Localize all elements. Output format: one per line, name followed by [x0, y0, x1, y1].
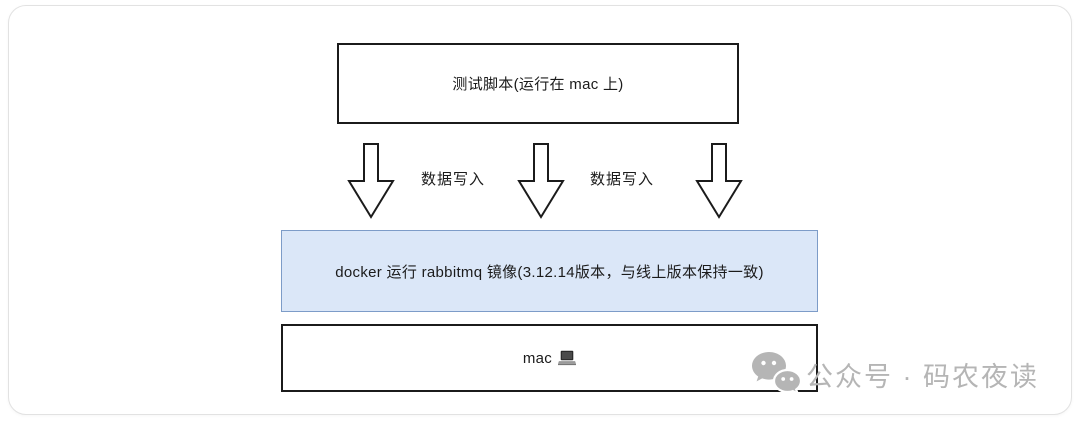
mac-label-group: mac [522, 349, 577, 367]
docker-rabbitmq-box: docker 运行 rabbitmq 镜像(3.12.14版本，与线上版本保持一… [281, 230, 818, 312]
laptop-icon [558, 350, 577, 366]
diagram-card: 测试脚本(运行在 mac 上) 数据写入 数据写入 docker 运行 rabb… [8, 5, 1072, 415]
down-arrow-icon [347, 143, 395, 219]
mac-label: mac [522, 349, 553, 367]
data-write-label: 数据写入 [420, 171, 485, 188]
down-arrow-icon [695, 143, 743, 219]
test-script-box: 测试脚本(运行在 mac 上) [337, 43, 739, 124]
docker-rabbitmq-label: docker 运行 rabbitmq 镜像(3.12.14版本，与线上版本保持一… [335, 263, 764, 281]
down-arrow-icon [517, 143, 565, 219]
test-script-label: 测试脚本(运行在 mac 上) [452, 76, 624, 93]
mac-box: mac [281, 324, 818, 392]
data-write-label: 数据写入 [589, 171, 654, 188]
